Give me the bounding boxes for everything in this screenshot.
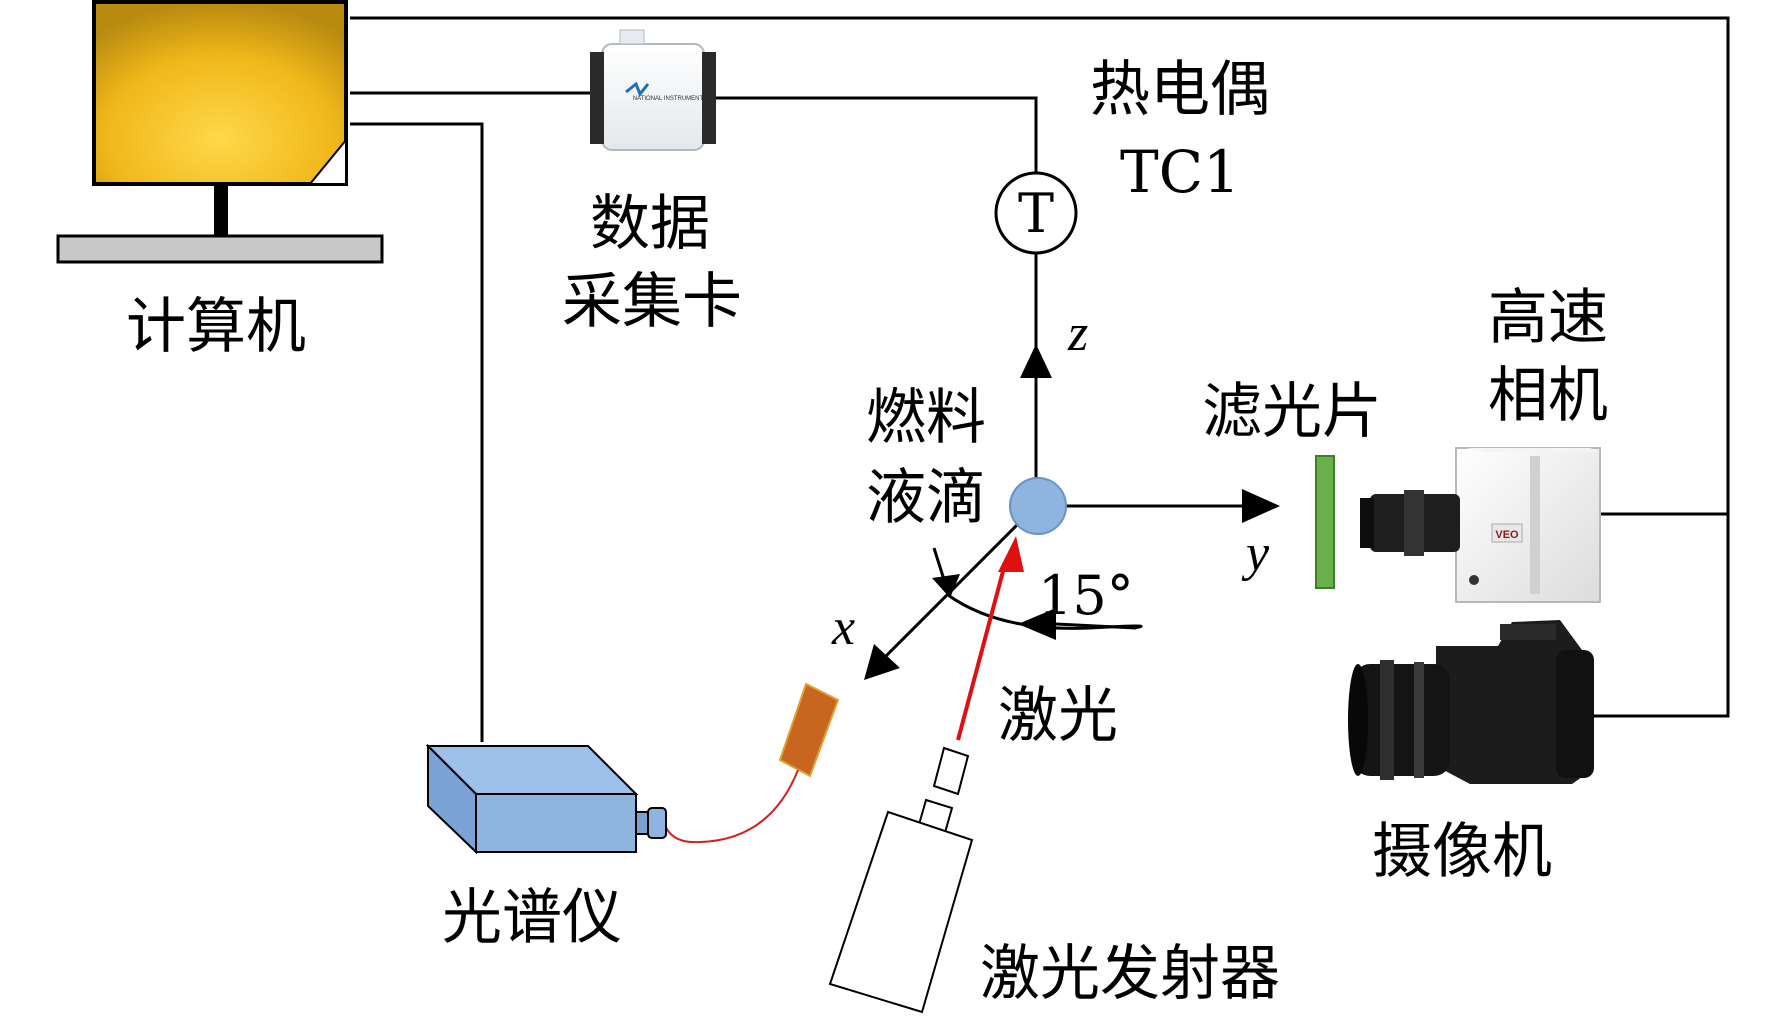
highspeed-label-line1: 高速 [1488, 283, 1608, 353]
daq-card: NATIONAL INSTRUMENTS [590, 29, 716, 151]
angle-arrowhead-right [1018, 608, 1056, 640]
dslr-grip [1556, 650, 1594, 778]
filter-label: 滤光片 [1202, 377, 1382, 447]
dslr-lens-front [1348, 664, 1368, 776]
wire-daq-to-thermocouple [710, 96, 1038, 172]
hs-camera-body [1455, 447, 1601, 603]
hs-camera-button [1469, 575, 1479, 585]
spectrometer-port-ring [635, 811, 649, 835]
angle-pointer-line-right [1055, 622, 1137, 630]
y-axis-arrowhead [1242, 489, 1280, 523]
computer [56, 0, 384, 264]
highspeed-label-line2: 相机 [1488, 361, 1608, 431]
monitor-screen [92, 0, 348, 186]
thermocouple-label-line2: TC1 [1120, 138, 1240, 206]
z-axis-arrowhead [1020, 344, 1052, 378]
hs-lens-front [1360, 498, 1374, 548]
video-camera [1348, 620, 1594, 784]
wire-computer-to-spectrometer [350, 122, 484, 742]
dslr-top-plate [1500, 624, 1556, 640]
dslr-lens-ring2 [1414, 662, 1424, 778]
wire-computer-to-cameras [350, 16, 1730, 718]
computer-label: 计算机 [126, 292, 306, 362]
laser-emitter [828, 746, 974, 1014]
daq-right-terminal [702, 52, 716, 144]
laser-emitter-label: 激光发射器 [980, 939, 1280, 1009]
spectrometer-label: 光谱仪 [442, 883, 622, 953]
thermocouple-label-line1: 热电偶 [1090, 55, 1270, 125]
dslr-body [1436, 620, 1592, 784]
daq-label-line2: 采集卡 [562, 267, 742, 337]
spectrometer-side [427, 743, 477, 855]
daq-brand-text: NATIONAL INSTRUMENTS [633, 96, 707, 102]
axis-z-label: z [1067, 305, 1088, 362]
hs-camera-top [1466, 448, 1600, 452]
droplet-pointer-arrowhead [932, 574, 960, 598]
laser-emitter-head [932, 746, 970, 796]
ni-logo-icon [625, 81, 650, 97]
wiring [350, 16, 1730, 742]
dslr-lens [1354, 664, 1450, 776]
angle-arc [947, 593, 1143, 630]
thermocouple-symbol [994, 171, 1078, 255]
optical-fiber [663, 769, 799, 844]
laser-label: 激光 [998, 681, 1118, 751]
spectrometer-front [475, 793, 637, 853]
daq-label-line1: 数据 [590, 189, 710, 259]
droplet-label-line1: 燃料 [866, 383, 986, 453]
axis-y-label: y [1241, 525, 1270, 582]
high-speed-camera: VEO [1360, 447, 1601, 603]
spectrometer-port [647, 807, 667, 839]
video-camera-label: 摄像机 [1372, 817, 1552, 887]
hs-camera-badge [1491, 523, 1523, 543]
laser-emitter-body [828, 810, 974, 1014]
spectrometer [425, 743, 667, 855]
optical-probe [778, 682, 840, 778]
laser-beam [956, 559, 1008, 741]
coordinate-axes [864, 344, 1280, 680]
droplet-label-line2: 液滴 [866, 463, 986, 533]
fuel-droplet [1009, 477, 1067, 535]
monitor-stand [214, 184, 228, 236]
hs-lens-ring [1404, 490, 1424, 556]
laser-beam-arrowhead [998, 536, 1024, 572]
keyboard-base [56, 234, 384, 264]
x-axis-arrowhead [864, 644, 900, 680]
angle-label: 15° [1038, 564, 1134, 627]
hs-camera-brand: VEO [1495, 529, 1519, 541]
thermocouple-symbol-letter: T [1018, 182, 1054, 245]
dslr-lens-ring1 [1380, 660, 1394, 780]
x-axis-line [878, 504, 1038, 664]
axis-x-label: x [831, 599, 855, 656]
daq-top-clip [619, 29, 645, 45]
monitor-corner-fold [307, 137, 347, 185]
daq-left-terminal [590, 52, 604, 144]
optical-filter [1315, 455, 1335, 589]
hs-camera-fins [1530, 456, 1540, 594]
